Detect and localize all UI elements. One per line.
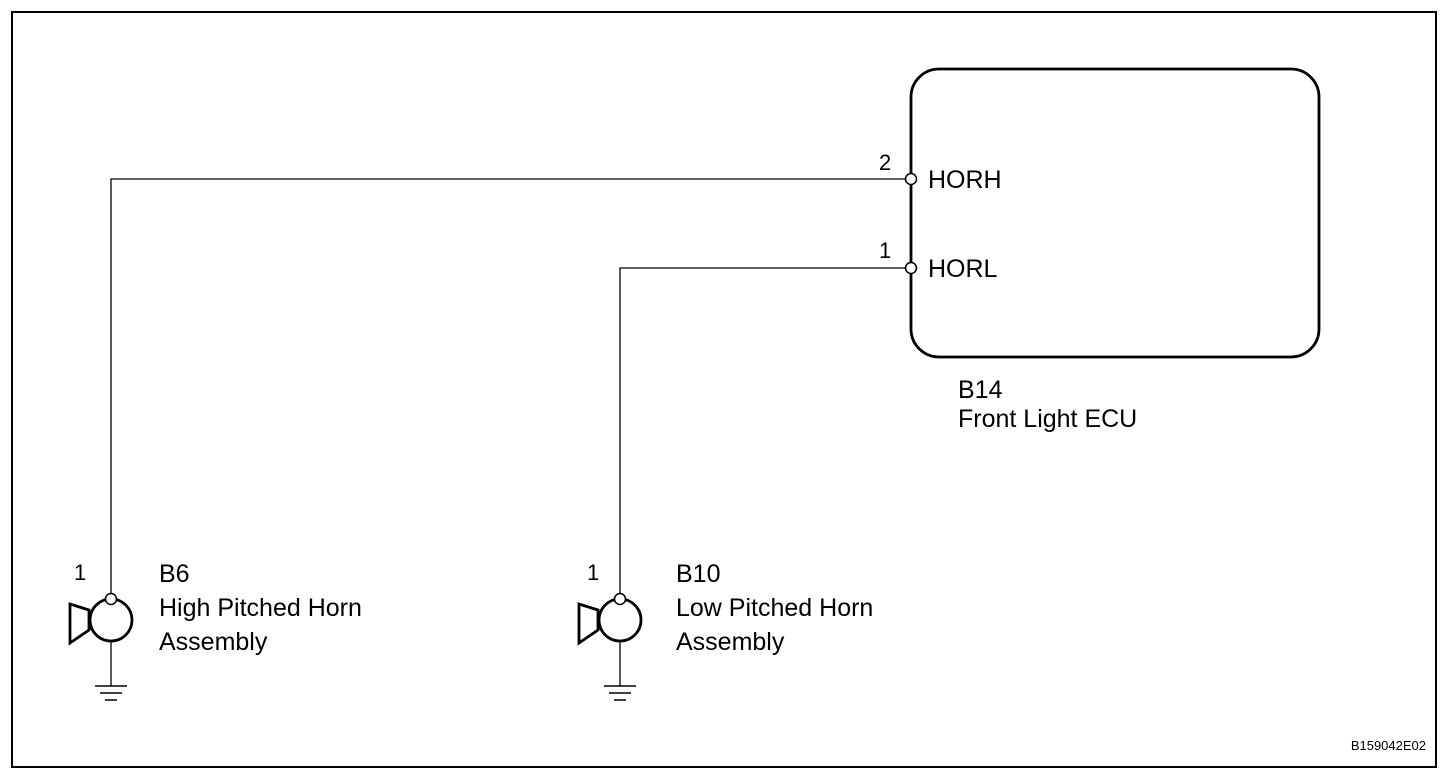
horn-name-b6-line2: Assembly [159, 628, 268, 656]
horn-pin-b10: 1 [587, 560, 599, 585]
horn-pin-b6: 1 [74, 560, 86, 585]
horn-name-b6-line1: High Pitched Horn [159, 594, 362, 622]
ecu-box [909, 67, 1321, 359]
ecu-terminal-horl [904, 261, 918, 275]
horn-code-b10: B10 [676, 560, 720, 588]
ground-icon [604, 685, 636, 701]
ecu-pin-horl: 1 [879, 238, 891, 263]
figure-reference: B159042E02 [1351, 738, 1426, 753]
horh-circuit: 2 HORH [110, 150, 1002, 594]
ecu-terminal-label-horh: HORH [928, 166, 1002, 194]
front-light-ecu: B14 Front Light ECU [909, 67, 1321, 433]
horn-icon [597, 597, 643, 643]
ecu-terminal-horh [904, 172, 918, 186]
ecu-terminal-label-horl: HORL [928, 255, 998, 283]
horl-circuit: 1 HORL [619, 238, 998, 594]
diagram-frame [11, 11, 1437, 768]
horn-name-b10-line1: Low Pitched Horn [676, 594, 873, 622]
horn-terminal [104, 592, 118, 606]
low-pitched-horn: 1 B10 Low Pitched Horn Assembly [577, 560, 873, 701]
horh-wire [110, 178, 905, 594]
horn-terminal [613, 592, 627, 606]
horn-icon [88, 597, 134, 643]
horn-name-b10-line2: Assembly [676, 628, 785, 656]
high-pitched-horn: 1 B6 High Pitched Horn Assembly [68, 560, 362, 701]
horl-wire [619, 267, 905, 594]
ecu-name: Front Light ECU [958, 405, 1137, 433]
ecu-pin-horh: 2 [879, 150, 891, 175]
ground-icon [95, 685, 127, 701]
ecu-code: B14 [958, 376, 1003, 404]
horn-code-b6: B6 [159, 560, 190, 588]
